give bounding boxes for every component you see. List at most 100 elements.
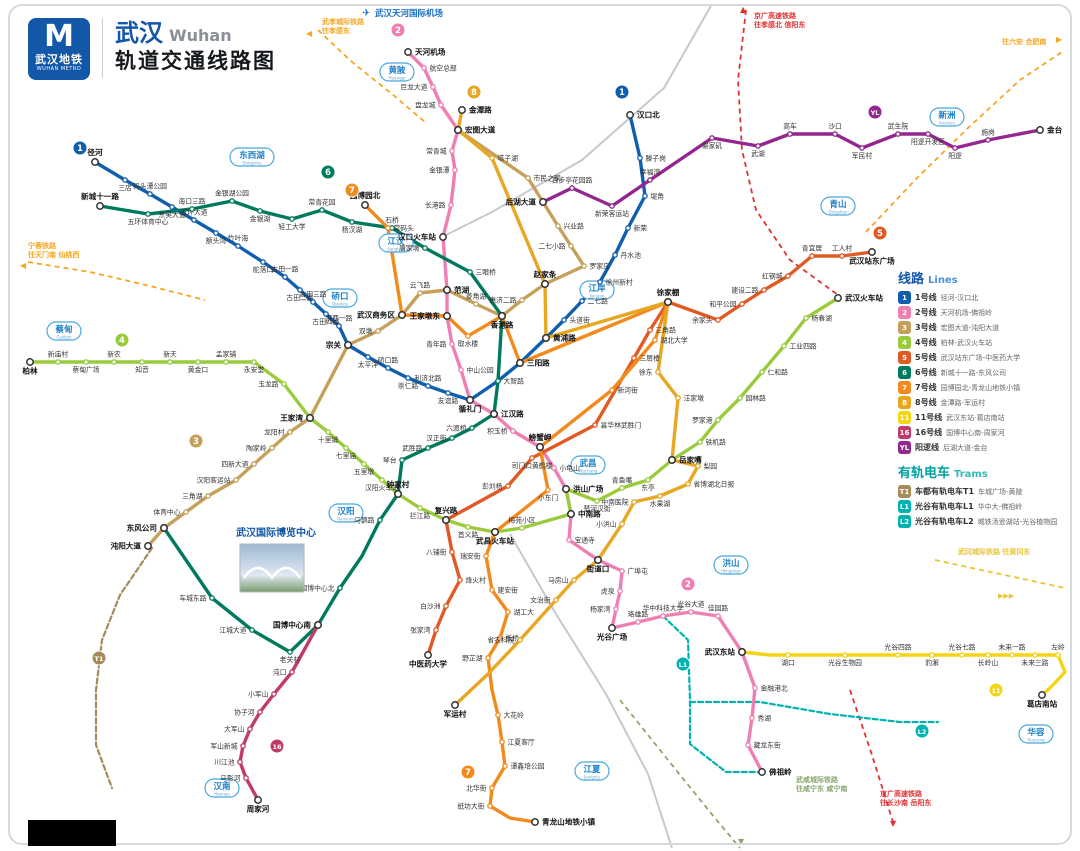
station-label: 罗家庄 <box>590 262 611 271</box>
station-dot <box>542 334 550 342</box>
railway-label: 往六安 合肥南 <box>1002 37 1046 46</box>
station-label: 汉西一路 <box>325 314 352 323</box>
station-dot <box>567 510 575 518</box>
station-dot <box>715 317 721 323</box>
region-badge <box>378 233 414 253</box>
legend-line-termini: 后湖大道-金台 <box>943 443 988 452</box>
station-label: 塔子湖 <box>498 154 519 163</box>
line-number-badge-label: 4 <box>119 336 125 346</box>
station-label: 常青城 <box>426 147 447 156</box>
station-dot <box>510 428 516 434</box>
region-name: 黄陂 <box>388 65 406 76</box>
station-label: 汉正街 <box>426 434 447 443</box>
legend-line-name: 6号线 <box>915 368 937 377</box>
station-label: 江城大道 <box>219 626 246 635</box>
station-label: 蔡甸广场 <box>72 365 99 374</box>
station-label: 沌阳大道 <box>111 541 142 551</box>
station-label: 取水楼 <box>458 339 479 348</box>
railway-label: ▶▶▶ <box>998 592 1015 600</box>
station-label: 青年路 <box>426 340 447 349</box>
railway-label: 往长沙南 岳阳东 <box>880 798 931 807</box>
station-label: 小东门 <box>538 493 559 502</box>
station-dot <box>449 341 455 347</box>
station-dot <box>551 465 557 471</box>
station-dot <box>787 131 793 137</box>
station-dot <box>473 301 479 307</box>
station-label: 梨园 <box>704 462 718 471</box>
station-dot <box>297 287 303 293</box>
station-label: 协子河 <box>234 708 255 717</box>
station-label: 柏林 <box>22 366 38 376</box>
station-dot <box>637 155 643 161</box>
line-number-badge-label: 8 <box>471 88 477 98</box>
station-label: 国博中心南 <box>273 620 311 630</box>
station-dot <box>282 274 288 280</box>
station-dot <box>448 202 454 208</box>
station-dot <box>531 818 539 826</box>
station-label: 施岗 <box>981 128 995 137</box>
railway-label: 往孝感北 信阳东 <box>754 20 805 29</box>
line-number-badge <box>914 723 930 739</box>
station-dot <box>485 655 491 661</box>
station-dot <box>249 627 255 633</box>
station-dot <box>536 443 544 451</box>
station-dot <box>781 343 787 349</box>
region-pinyin: Caidian <box>57 335 72 340</box>
station-dot <box>695 463 701 469</box>
station-label: 惠济二路 <box>489 296 516 305</box>
station-label: 华中科技大学 <box>643 604 684 613</box>
legend-line-termini: 国博中心南-周家河 <box>946 428 1005 437</box>
railway-label: 京广高速铁路 <box>880 789 923 798</box>
station-label: 二七小路 <box>538 242 565 251</box>
station-label: 洪山广场 <box>573 484 604 494</box>
station-label: 利济北路 <box>414 374 441 383</box>
station-label: 市民之家 <box>534 174 561 183</box>
line-number-badge-label: YL <box>870 109 880 117</box>
station-dot <box>349 219 355 225</box>
legend-line-name: 3号线 <box>915 323 937 332</box>
station-label: 周家河 <box>247 804 270 814</box>
region-name: 青山 <box>829 199 846 210</box>
station-label: 杨家湾 <box>590 605 611 614</box>
station-label: 黄浦路 <box>553 333 576 343</box>
station-label: 赵家条 <box>533 269 557 279</box>
station-dot <box>385 365 391 371</box>
station-dot <box>842 652 848 658</box>
station-dot <box>160 524 168 532</box>
line-number-badge-label: 2 <box>395 26 401 36</box>
station-dot <box>803 315 809 321</box>
legend-color-box: 3 <box>898 321 911 334</box>
station-dot <box>445 390 451 396</box>
station-label: 纸坊大街 <box>457 802 484 811</box>
legend-line-termini: 华中大-佛祖岭 <box>977 502 1023 511</box>
station-dot <box>545 487 551 493</box>
station-dot <box>91 158 99 166</box>
station-dot <box>233 477 239 483</box>
station-dot <box>237 759 243 765</box>
station-label: 五环体育中心 <box>128 217 169 226</box>
line-number-badge <box>466 84 482 100</box>
station-dot <box>688 609 694 615</box>
station-dot <box>111 359 117 365</box>
station-label: 大花岭 <box>504 711 525 720</box>
region-name: 新洲 <box>938 110 955 121</box>
station-label: 长岭山 <box>978 658 999 667</box>
region-badge <box>1018 724 1054 744</box>
station-dot <box>269 445 275 451</box>
line-number-badge-label: 3 <box>193 437 199 447</box>
station-label: 常码头 <box>394 224 415 233</box>
station-dot <box>323 311 329 317</box>
station-label: 知音 <box>135 365 149 374</box>
station-dot <box>145 211 151 217</box>
station-label: 古田二路 <box>286 293 313 302</box>
station-label: 王家湾 <box>280 413 303 423</box>
station-label: 四新大道 <box>221 460 248 469</box>
station-dot <box>697 439 703 445</box>
station-label: 长港路 <box>425 201 446 210</box>
line-number-badge-label: 2 <box>685 580 691 590</box>
station-dot <box>209 595 215 601</box>
line-11 <box>740 650 1067 697</box>
station-dot <box>749 715 755 721</box>
station-label: 额头湾 <box>206 236 227 245</box>
